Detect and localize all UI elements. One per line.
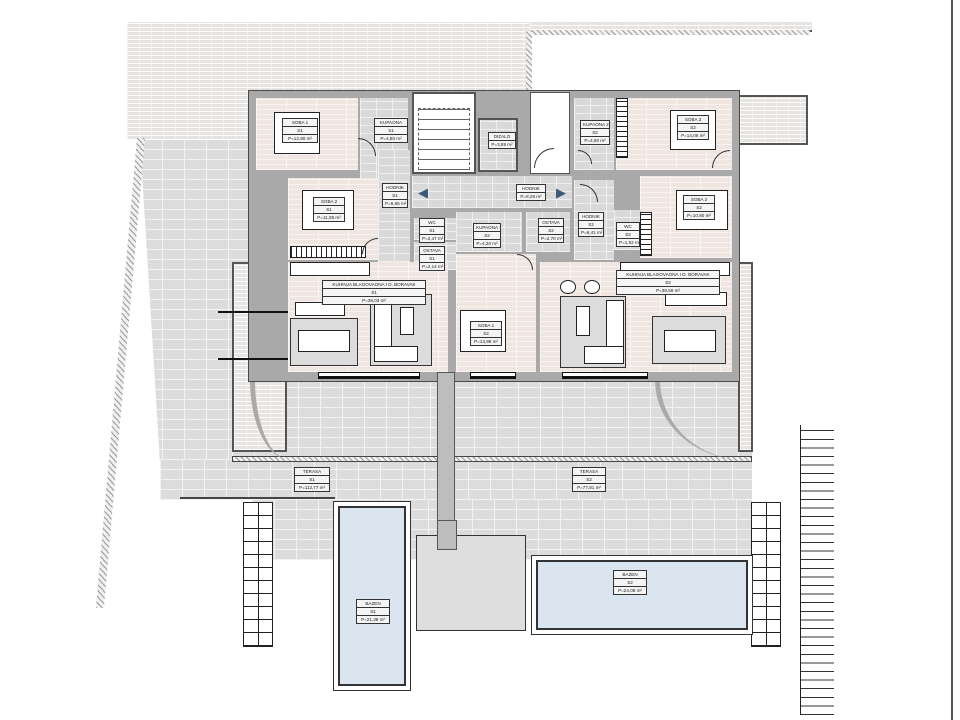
coffee-table-s2 (576, 306, 590, 336)
section-line-a (218, 311, 288, 313)
pool-deck-block (416, 535, 526, 631)
sofa-s2-ext (584, 346, 624, 364)
label-dizalo: DIZALO P=3,89 m² (488, 132, 516, 149)
paved-area-top (127, 22, 530, 140)
label-hodnik-s1: HODNIK S1 P=6,65 m² (382, 183, 408, 208)
dining-table-s1 (298, 330, 350, 352)
armchair-s2-a (560, 280, 576, 294)
section-line-b (218, 358, 288, 360)
label-wc-s2: WC S2 P=1,52 m² (616, 222, 640, 247)
label-terasa-s1: TERASA S1 P=112,77 m² (294, 467, 330, 492)
stair-arrow-left-icon: ◀ (418, 185, 428, 200)
left-slanted-wall (95, 138, 145, 608)
label-soba2-s2: SOBA 2 S2 P=10,80 m² (683, 195, 715, 220)
side-stairs-right (800, 425, 834, 715)
label-soba3-s2: SOBA 3 S2 P=14,06 m² (677, 115, 709, 140)
wardrobe-soba2-s2 (640, 212, 652, 256)
coffee-table-s1 (400, 307, 414, 335)
armchair-s2-b (584, 280, 600, 294)
lower-terrace (160, 462, 752, 500)
pool-s1 (334, 502, 410, 690)
kitchen-island-s1 (295, 302, 345, 316)
label-kuhinja-s1: KUHINJA BLAGOVAONA I D. BORAVAK S1 P=38,… (322, 280, 426, 305)
room-hodnik-s1 (378, 150, 410, 270)
label-soba1-s2: SOBA 1 S2 P=13,99 m² (470, 321, 502, 346)
label-kuhinja-s2: KUHINJA BLAGOVAONA I D. BORAVAK S2 P=38,… (616, 270, 720, 295)
label-kupaona2-s2: KUPAONA 2 S2 P=4,80 m² (580, 120, 610, 145)
room-hodnik-common (412, 176, 572, 208)
kitchen-counter-s1 (290, 262, 370, 276)
boundary-wall-top (530, 30, 810, 35)
label-terasa-s2: TERASA S2 P=77,81 m² (572, 467, 606, 492)
boundary-wall-right-vertical (526, 30, 532, 100)
label-hodnik-s2: HODNIK S2 P=6,41 m² (578, 212, 604, 237)
page-border-right (951, 0, 953, 720)
label-bazen-s1: BAZEN S1 P=21,38 m² (356, 599, 390, 624)
outdoor-stairs-right (751, 502, 781, 647)
label-soba2-s1: SOBA 2 S1 P=11,95 m² (313, 197, 345, 222)
outdoor-stairs-left (243, 502, 273, 647)
label-soba1-s1: SOBA 1 S1 P=12,90 m² (282, 118, 318, 143)
sofa-s1-ext (374, 346, 418, 362)
stair-steps-dashed (418, 108, 470, 170)
stair-arrow-right-icon: ▶ (556, 185, 566, 200)
room-soba1-s1 (256, 98, 358, 170)
left-terrace-area (140, 140, 250, 460)
window-s2-living (562, 372, 648, 379)
label-wc-s1: WC S1 P=2,47 m² (419, 218, 445, 243)
planter-top-right (738, 95, 808, 145)
terrace-edge-line (180, 497, 335, 499)
window-s2-soba1 (470, 372, 516, 379)
label-ostava-s2: OSTAVA S2 P=2,70 m² (538, 218, 564, 243)
wardrobe-soba3-s2 (616, 98, 628, 158)
label-kupaona1-s2: KUPAONA 1 S2 P=4,20 m² (473, 223, 501, 248)
label-kupaona-s1: KUPAONA S1 P=4,80 m² (374, 118, 408, 143)
entrance-vestibule (530, 92, 570, 174)
window-s1-living (318, 372, 420, 379)
label-hodnik-common: HODNIK P=8,28 m² (516, 184, 546, 201)
wardrobe-soba2-s1 (290, 246, 366, 258)
label-bazen-s2: BAZEN S2 P=24,08 m² (613, 570, 647, 595)
pool-deck-step (437, 520, 457, 550)
label-ostava-s1: OSTAVA S1 P=2,14 m² (419, 246, 445, 271)
dining-table-s2 (664, 330, 716, 352)
terrace-front-wall (232, 456, 752, 462)
